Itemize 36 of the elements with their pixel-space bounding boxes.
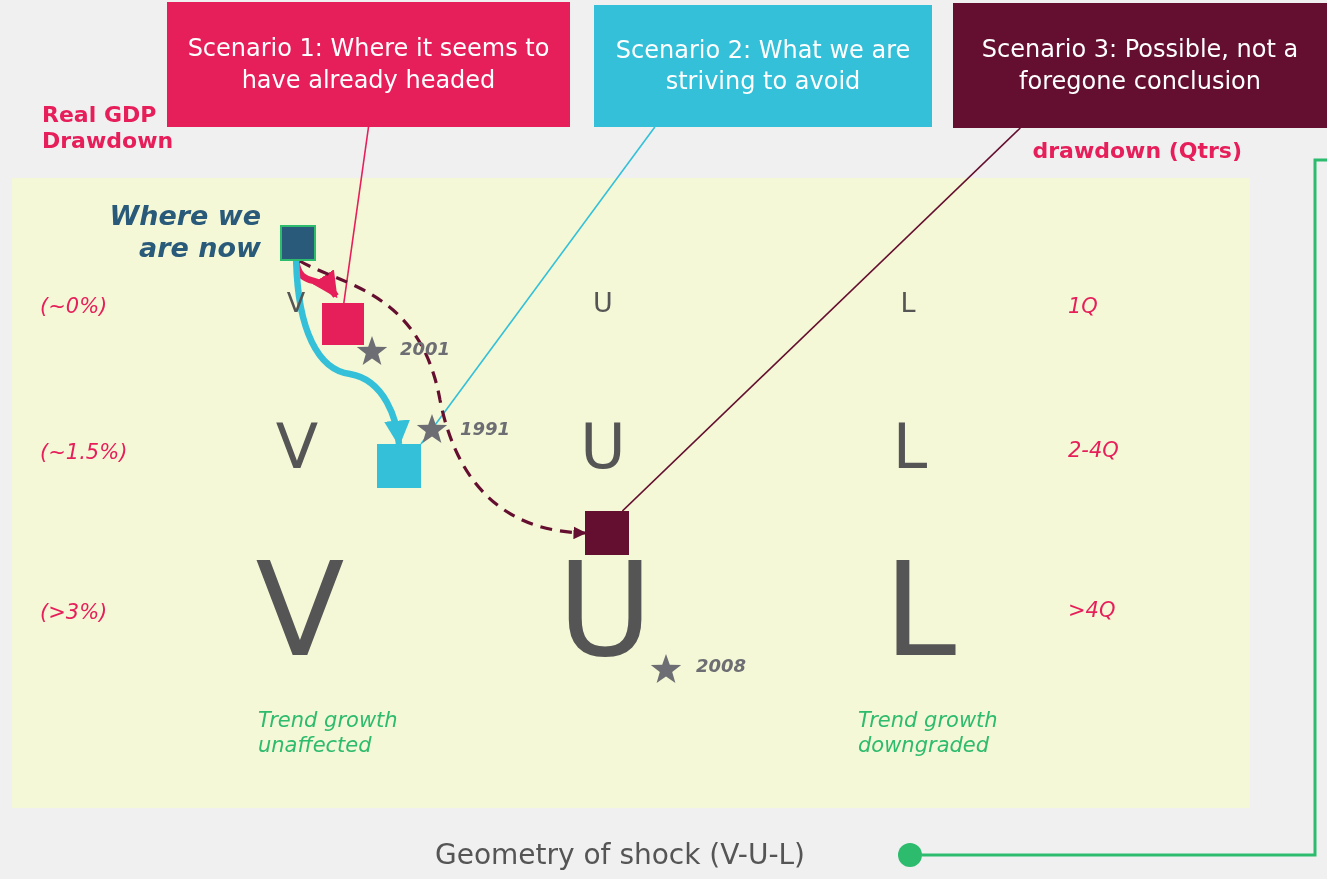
- year-label: 2001: [400, 338, 452, 360]
- note-text: Trend growth unaffected: [258, 708, 399, 759]
- current-position-square: [280, 225, 316, 261]
- drawdown-label: (>3%): [40, 600, 109, 626]
- shape-letter: V: [274, 410, 320, 485]
- drawdown-label: (~0%): [40, 294, 109, 320]
- connector-line: [922, 158, 1327, 857]
- leader-line: [420, 126, 656, 445]
- note-text: Trend growth downgraded: [858, 708, 999, 759]
- scenario-callout: Scenario 1: Where it seems to have already headed: [167, 2, 570, 127]
- duration-label: 1Q: [1068, 294, 1099, 320]
- scenario-square: [377, 444, 421, 488]
- shape-letter: U: [592, 287, 614, 320]
- shape-letter: L: [882, 545, 958, 675]
- shape-letter: U: [556, 545, 654, 675]
- shape-letter: V: [254, 545, 346, 675]
- year-label: 2008: [696, 655, 748, 677]
- duration-label: 2-4Q: [1068, 438, 1120, 464]
- duration-label: >4Q: [1068, 598, 1117, 624]
- year-label: 1991: [460, 418, 512, 440]
- leader-line: [343, 126, 370, 304]
- position-caption: Where we are now: [108, 200, 261, 265]
- leader-line: [621, 127, 1022, 512]
- shape-letter: L: [891, 410, 929, 485]
- scenario-callout: Scenario 2: What we are striving to avoid: [594, 5, 932, 127]
- scenario-square: [322, 303, 364, 345]
- axis-title: drawdown (Qtrs): [1031, 138, 1242, 165]
- scenario-callout: Scenario 3: Possible, not a foregone conclusion: [953, 3, 1327, 128]
- shape-letter: U: [579, 410, 627, 485]
- axis-title: Geometry of shock (V-U-L): [433, 838, 806, 872]
- arrow: [292, 260, 410, 447]
- endpoint-dot: [898, 843, 922, 867]
- scenario-square: [585, 511, 629, 555]
- drawdown-label: (~1.5%): [40, 440, 129, 466]
- arrow: [299, 259, 587, 539]
- shape-letter: L: [899, 287, 917, 320]
